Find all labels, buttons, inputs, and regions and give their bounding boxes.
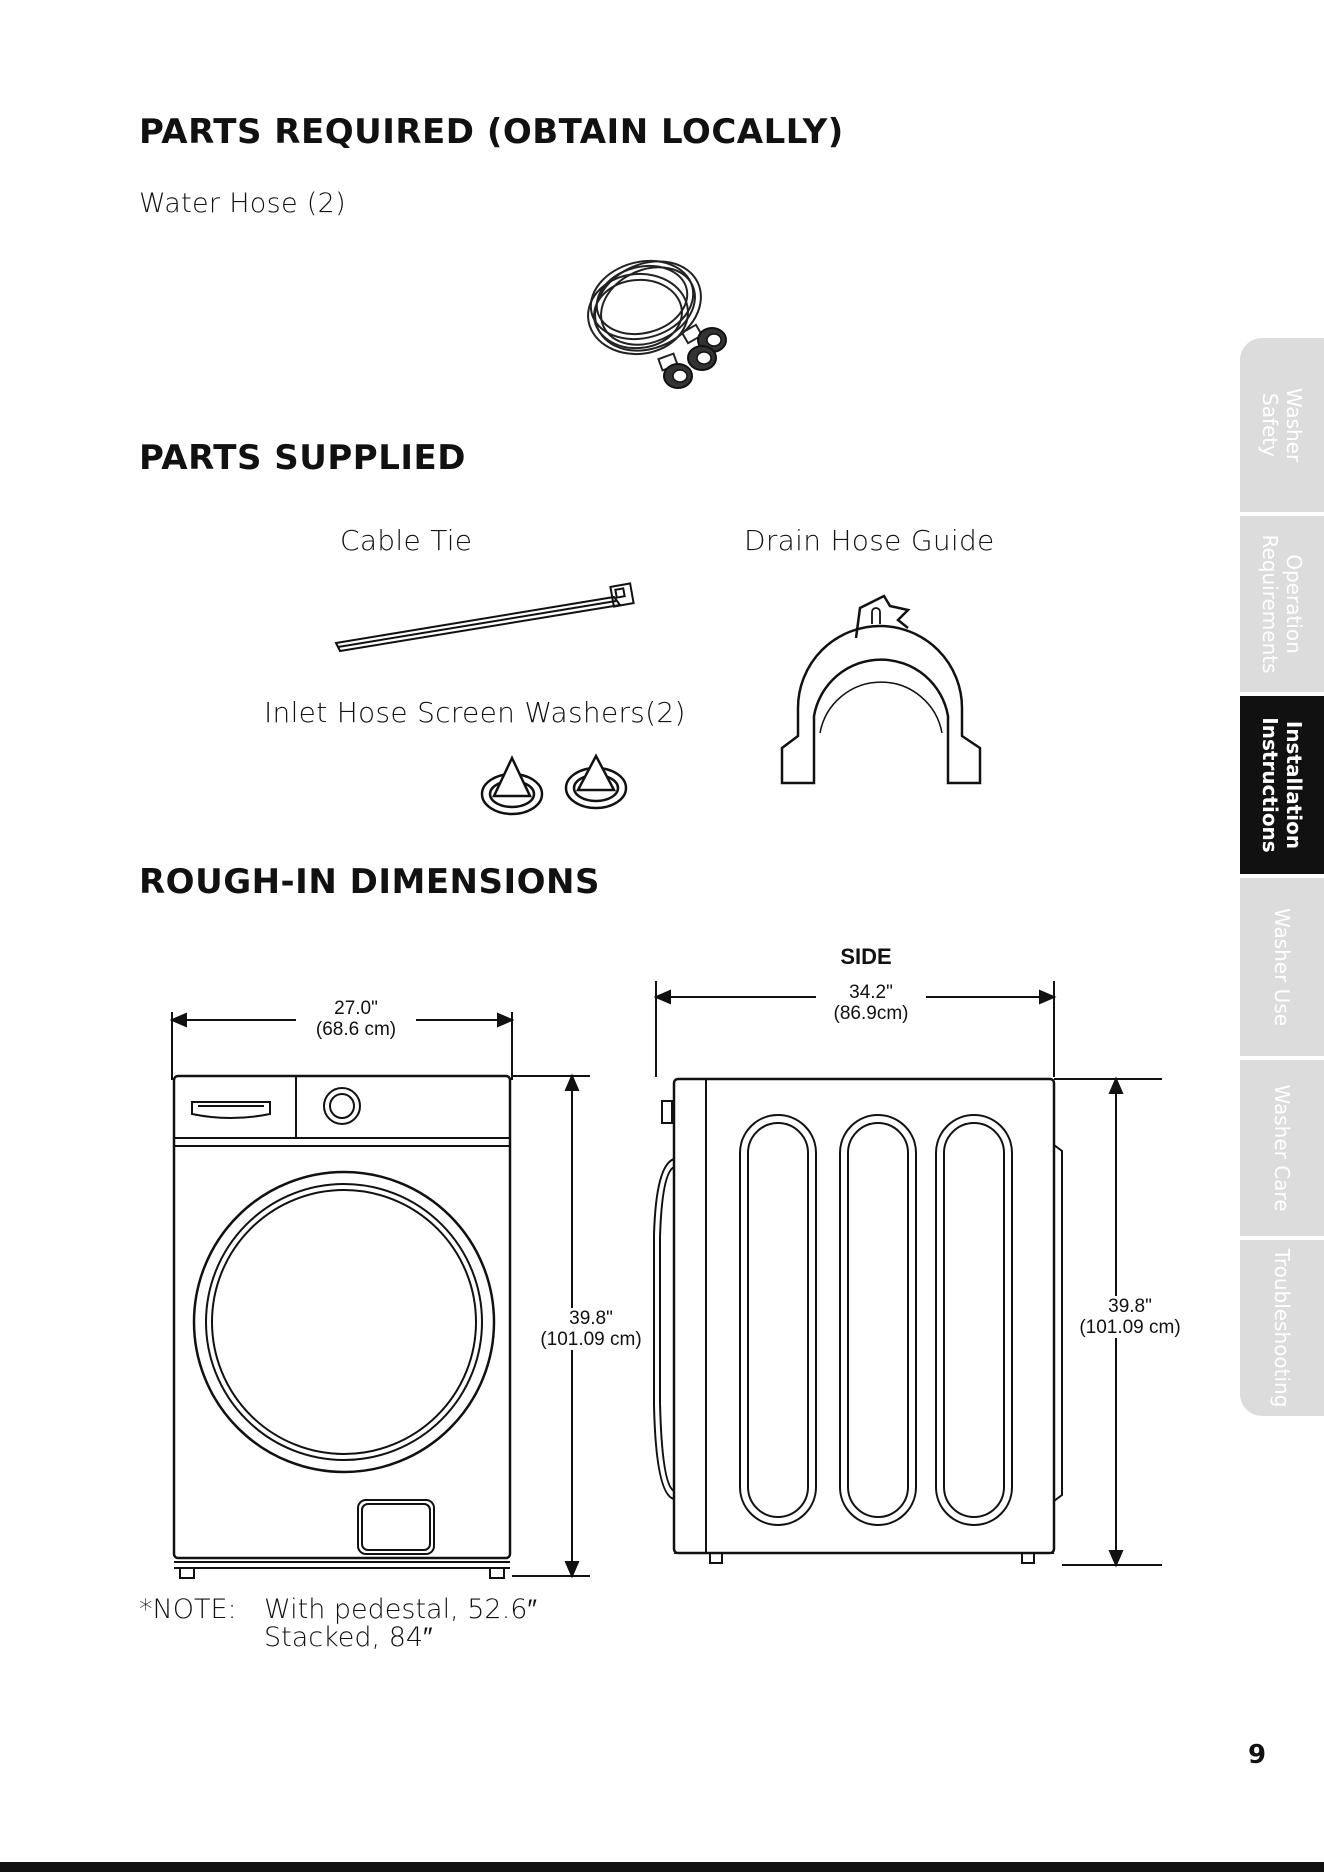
- cable-tie-label: Cable Tie: [340, 524, 473, 557]
- side-view-label: SIDE: [840, 944, 892, 969]
- tab-troubleshooting[interactable]: Troubleshooting: [1240, 1240, 1324, 1416]
- heading-rough-in-dimensions: ROUGH-IN DIMENSIONS: [139, 862, 600, 902]
- washer-front-view-diagram: [169, 1012, 590, 1579]
- front-width-cm: (68.6 cm): [315, 1019, 397, 1040]
- heading-parts-required: PARTS REQUIRED (OBTAIN LOCALLY): [139, 112, 844, 152]
- bottom-rule: [0, 1862, 1324, 1872]
- heading-parts-supplied: PARTS SUPPLIED: [139, 438, 466, 478]
- side-depth-cm: (86.9cm): [833, 1003, 909, 1024]
- tab-installation-instructions[interactable]: Installation Instructions: [1240, 696, 1324, 874]
- page-number: 9: [1248, 1740, 1267, 1770]
- side-height-cm: (101.09 cm): [1079, 1317, 1181, 1338]
- side-height-inches: 39.8": [1108, 1296, 1152, 1317]
- tab-operation-requirements[interactable]: Operation Requirements: [1240, 516, 1324, 692]
- front-height-inches: 39.8": [569, 1308, 613, 1329]
- screen-washers-label: Inlet Hose Screen Washers(2): [264, 696, 686, 729]
- tab-washer-use[interactable]: Washer Use: [1240, 878, 1324, 1056]
- note-label: *NOTE:: [139, 1594, 237, 1625]
- front-width-inches: 27.0": [334, 998, 378, 1019]
- tab-washer-care[interactable]: Washer Care: [1240, 1060, 1324, 1236]
- tab-washer-safety[interactable]: Washer Safety: [1240, 338, 1324, 512]
- front-height-cm: (101.09 cm): [540, 1329, 642, 1350]
- side-depth-inches: 34.2": [849, 982, 893, 1003]
- washer-side-view-diagram: [653, 981, 1162, 1568]
- cable-tie-icon: [334, 582, 635, 653]
- drain-hose-guide-label: Drain Hose Guide: [744, 524, 995, 557]
- drain-hose-guide-icon: [780, 594, 982, 785]
- water-hose-icon: [587, 259, 727, 389]
- screen-washers-icon: [480, 753, 628, 816]
- water-hose-label: Water Hose (2): [139, 188, 346, 219]
- note-stacked: Stacked, 84″: [264, 1622, 433, 1653]
- note-pedestal: With pedestal, 52.6″: [264, 1594, 537, 1625]
